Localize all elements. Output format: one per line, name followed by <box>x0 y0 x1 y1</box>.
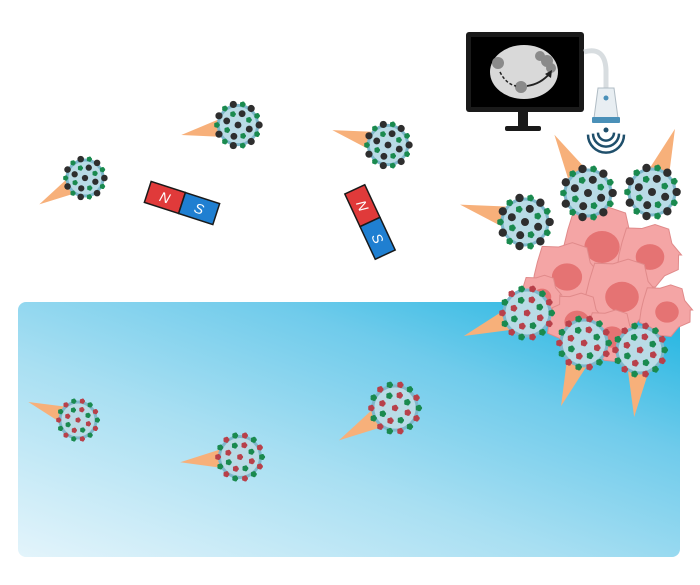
magnetic-microrobot <box>39 155 108 205</box>
magnetic-microrobot <box>181 100 263 150</box>
bar-magnet-icon: NS <box>343 183 397 261</box>
drug-loaded-microrobot-at-tumor <box>612 322 669 417</box>
nucleus <box>605 281 639 313</box>
nucleus <box>635 244 665 270</box>
drug-loaded-microrobot <box>180 432 266 482</box>
ultrasound-wave-icon <box>586 134 626 154</box>
bar-magnet-icon: NS <box>143 180 221 226</box>
magnetic-microrobot-at-tumor <box>554 134 617 222</box>
nucleus <box>655 301 679 323</box>
propulsion-tail-icon <box>180 446 232 470</box>
drug-loaded-microrobot-at-tumor <box>463 285 556 341</box>
ultrasound-wave-icon <box>596 132 616 142</box>
drug-loaded-microrobot-at-tumor <box>556 315 613 407</box>
magnetic-microrobot-at-tumor <box>460 193 554 251</box>
magnetic-microrobot <box>332 120 413 170</box>
ultrasound-probe-icon <box>583 48 626 154</box>
drug-loaded-microrobot <box>338 381 423 441</box>
drug-loaded-microrobot <box>28 398 101 442</box>
nucleus <box>551 263 583 291</box>
magnetic-microrobot-at-tumor <box>624 128 681 221</box>
ultrasound-wave-icon <box>591 133 621 148</box>
ultrasound-monitor-icon <box>466 32 584 131</box>
nucleus <box>584 231 620 263</box>
